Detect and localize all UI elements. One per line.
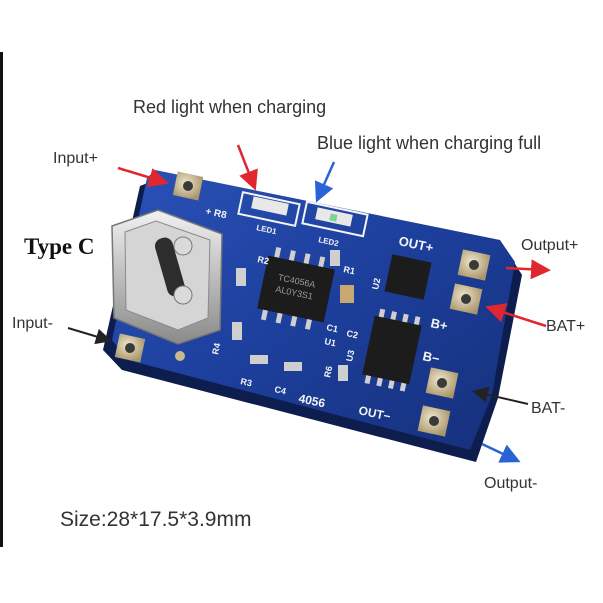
silk-r3: R3 [240, 376, 253, 388]
main-ic-u1 [257, 255, 335, 323]
capacitor-c2 [340, 285, 354, 303]
silk-b-minus: B− [421, 348, 441, 366]
led1-outline [237, 191, 301, 227]
silk-c1: C1 [326, 322, 339, 334]
arrow-input-plus [117, 166, 169, 188]
led2-dot [329, 213, 338, 222]
silk-r8: + R8 [204, 206, 228, 221]
resistor-r1 [330, 250, 340, 266]
arrow-output-plus [505, 259, 551, 280]
silk-c2: C2 [346, 328, 359, 340]
pad-b-plus [449, 283, 483, 315]
arrow-bat-plus [485, 303, 547, 328]
pad-b-minus [425, 367, 459, 399]
label-bat-plus: BAT+ [546, 318, 586, 335]
arrow-bat-minus [472, 386, 529, 405]
pad-out-minus [417, 405, 451, 437]
resistor-r6 [338, 365, 348, 381]
silk-r2: R2 [257, 254, 270, 266]
silk-out-minus: OUT− [357, 403, 392, 423]
silk-c4: C4 [274, 384, 287, 396]
via-hole [175, 351, 185, 361]
label-red-light: Red light when charging [133, 97, 327, 117]
pad-input-plus [172, 171, 204, 201]
arrow-blue-light [314, 161, 336, 203]
left-border-line [0, 52, 3, 547]
silk-r6: R6 [322, 365, 334, 378]
resistor-r2 [236, 268, 246, 286]
silk-u2: U2 [370, 277, 382, 290]
label-input-minus: Input- [12, 315, 53, 332]
silk-led1: LED1 [256, 223, 278, 236]
label-blue-light: Blue light when charging full [317, 133, 542, 153]
usb-c-port [154, 237, 186, 297]
arrow-red-light [236, 144, 258, 191]
label-type-c: Type C [24, 234, 95, 259]
ic-u3 [362, 315, 422, 385]
silk-led2: LED2 [318, 235, 340, 248]
resistor-r3 [250, 355, 268, 364]
silk-out-plus: OUT+ [397, 233, 435, 255]
arrow-output-minus [481, 442, 521, 463]
silk-r1: R1 [343, 264, 356, 276]
ic-u2 [384, 254, 432, 300]
label-input-plus: Input+ [53, 150, 98, 167]
label-bat-minus: BAT- [531, 400, 566, 417]
silk-model: 4056 [297, 391, 326, 410]
resistor-r4 [232, 322, 242, 340]
silk-u1: U1 [324, 336, 337, 348]
label-output-plus: Output+ [521, 237, 579, 254]
led2-outline [301, 200, 369, 238]
silk-b-plus: B+ [429, 315, 449, 333]
pad-out-plus [457, 249, 491, 281]
label-size: Size:28*17.5*3.9mm [60, 508, 252, 531]
label-output-minus: Output- [484, 475, 538, 492]
arrow-input-minus [67, 327, 112, 345]
led1-component [251, 196, 289, 216]
capacitor-c4 [284, 362, 302, 371]
silk-u3: U3 [344, 349, 356, 362]
silk-r4: R4 [210, 342, 222, 355]
pad-input-minus [114, 333, 146, 363]
